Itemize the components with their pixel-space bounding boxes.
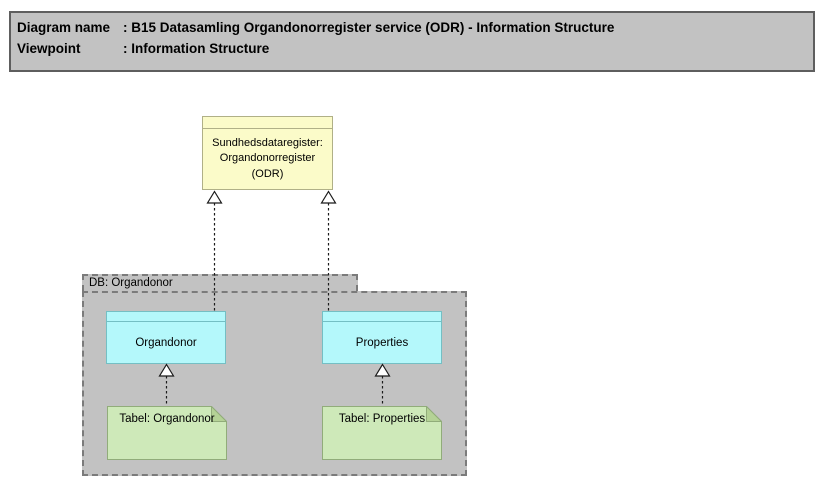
data-object-properties-label: Properties	[355, 336, 409, 349]
note-shape	[322, 406, 442, 460]
realization-connector-tabel-organdonor-to-organdonor[interactable]	[158, 363, 175, 407]
diagram-name-row: Diagram name : B15 Datasamling Organdono…	[17, 17, 807, 38]
note-shape	[107, 406, 227, 460]
data-object-title-band	[323, 312, 441, 322]
node-data-object-organdonor[interactable]: Organdonor	[106, 311, 226, 364]
realization-connector-properties-to-service[interactable]	[320, 190, 337, 312]
node-table-properties[interactable]: Tabel: Properties	[322, 406, 442, 460]
hollow-triangle-arrowhead-icon	[158, 363, 175, 377]
hollow-triangle-arrowhead-icon	[374, 363, 391, 377]
hollow-triangle-arrowhead-icon	[320, 190, 337, 204]
diagram-name-label: Diagram name	[17, 20, 111, 35]
table-properties-label: Tabel: Properties	[338, 413, 426, 425]
service-node-label-line1: Sundhedsdataregister:	[212, 136, 323, 149]
diagram-title-block: Diagram name : B15 Datasamling Organdono…	[9, 11, 815, 72]
realization-connector-organdonor-to-service[interactable]	[206, 190, 223, 312]
service-node-title-band	[203, 117, 332, 129]
viewpoint-value: : Information Structure	[123, 41, 270, 56]
viewpoint-label: Viewpoint	[17, 41, 81, 56]
node-service-organdonorregister-odr[interactable]: Sundhedsdataregister: Organdonorregister…	[202, 116, 333, 190]
node-data-object-properties[interactable]: Properties	[322, 311, 442, 364]
group-db-organdonor-label: DB: Organdonor	[89, 277, 173, 289]
group-db-organdonor-tab[interactable]: DB: Organdonor	[82, 274, 358, 291]
diagram-name-value: : B15 Datasamling Organdonorregister ser…	[123, 20, 615, 35]
service-node-label-line2: Organdonorregister	[219, 152, 316, 165]
data-object-title-band	[107, 312, 225, 322]
viewpoint-row: Viewpoint : Information Structure	[17, 38, 807, 59]
data-object-organdonor-label: Organdonor	[135, 336, 197, 349]
service-node-label-line3: (ODR)	[251, 167, 284, 180]
table-organdonor-label: Tabel: Organdonor	[119, 413, 215, 425]
realization-connector-tabel-properties-to-properties[interactable]	[374, 363, 391, 407]
folded-corner-icon	[426, 406, 442, 422]
node-table-organdonor[interactable]: Tabel: Organdonor	[107, 406, 227, 460]
folded-corner-icon	[211, 406, 227, 422]
hollow-triangle-arrowhead-icon	[206, 190, 223, 204]
